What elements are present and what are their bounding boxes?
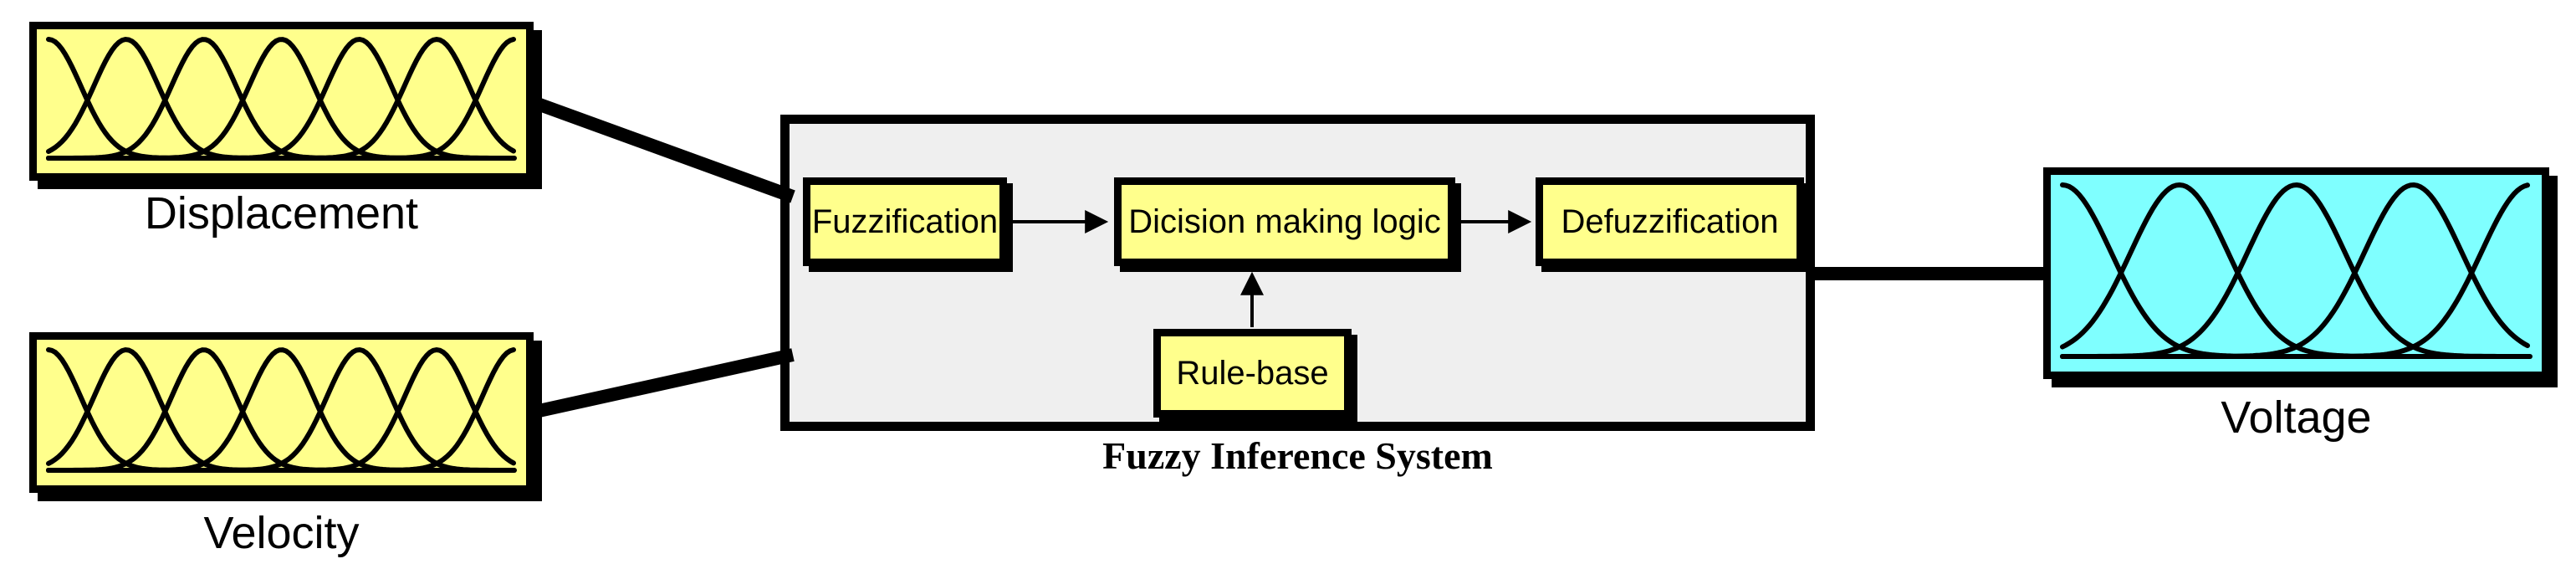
membership-curve bbox=[46, 346, 516, 473]
velocity-label: Velocity bbox=[203, 508, 360, 558]
membership-curve bbox=[46, 37, 516, 161]
membership-curve bbox=[46, 37, 516, 161]
defuzzification-box: Defuzzification bbox=[1536, 177, 1804, 266]
membership-curves-velocity-icon bbox=[46, 346, 517, 473]
displacement-label: Displacement bbox=[144, 188, 419, 238]
membership-curve bbox=[2060, 182, 2530, 359]
membership-curve bbox=[46, 347, 516, 473]
velocity-box bbox=[29, 332, 534, 493]
membership-curve bbox=[2060, 182, 2530, 359]
membership-curves-displacement-icon bbox=[46, 36, 517, 161]
decision-making-logic-box: Dicision making logic bbox=[1114, 177, 1455, 266]
decision-making-logic-label: Dicision making logic bbox=[1128, 203, 1441, 240]
membership-curve bbox=[46, 36, 516, 161]
voltage-label: Voltage bbox=[2221, 392, 2372, 443]
membership-curve bbox=[46, 346, 516, 473]
displacement-box bbox=[29, 22, 534, 181]
membership-curve bbox=[46, 37, 516, 161]
membership-curve bbox=[2060, 182, 2530, 359]
membership-curve bbox=[46, 346, 516, 473]
membership-curve bbox=[46, 36, 516, 161]
membership-curve bbox=[46, 347, 516, 473]
membership-curve bbox=[46, 36, 516, 161]
membership-curve bbox=[46, 347, 516, 473]
connector-displacement-to-fis bbox=[530, 95, 795, 203]
membership-curve bbox=[2060, 182, 2530, 359]
connector-velocity-to-fis bbox=[522, 348, 795, 421]
defuzzification-label: Defuzzification bbox=[1561, 203, 1779, 240]
rule-base-box: Rule-base bbox=[1153, 329, 1352, 418]
membership-curves-voltage-icon bbox=[2060, 182, 2533, 359]
voltage-box bbox=[2043, 167, 2549, 379]
fuzzification-box: Fuzzification bbox=[803, 177, 1007, 266]
membership-curve bbox=[46, 37, 516, 161]
membership-curve bbox=[2060, 182, 2530, 359]
membership-curve bbox=[46, 347, 516, 473]
fuzzification-label: Fuzzification bbox=[811, 203, 999, 240]
fuzzy-inference-system-label: Fuzzy Inference System bbox=[1102, 434, 1493, 477]
rule-base-label: Rule-base bbox=[1176, 354, 1329, 392]
